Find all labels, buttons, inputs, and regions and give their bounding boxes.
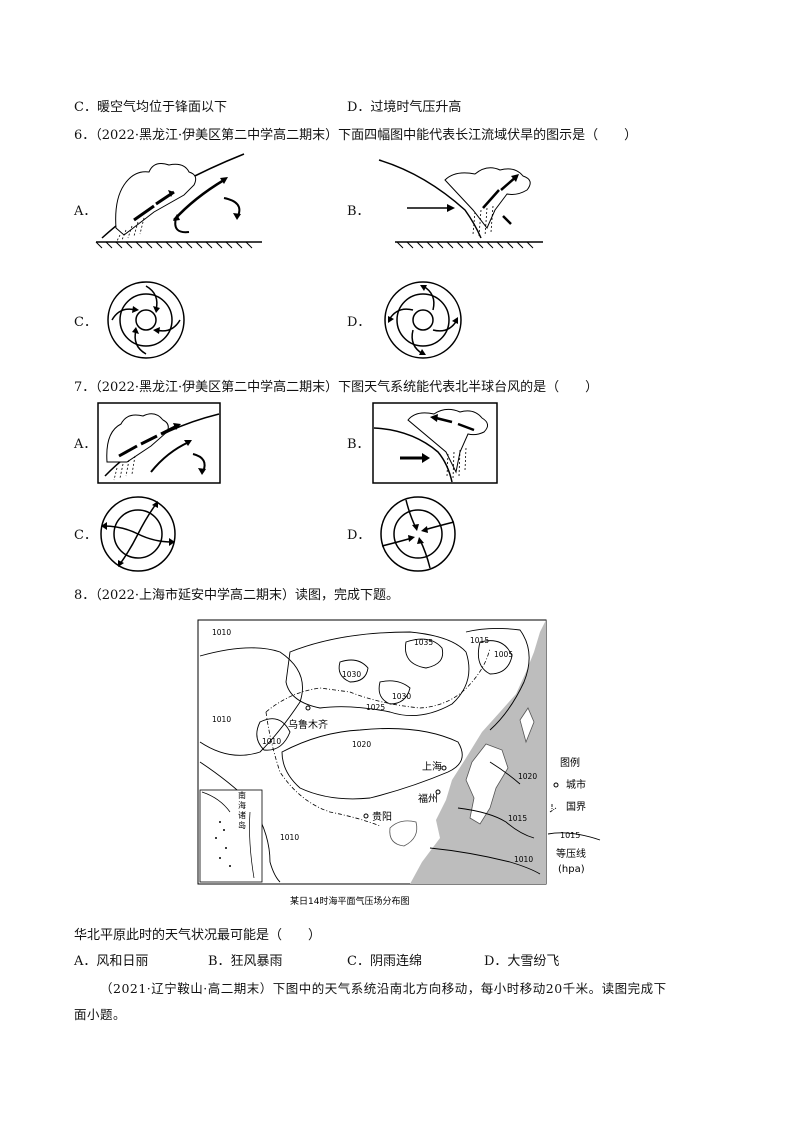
legend-city: 城市 (566, 778, 586, 791)
q5-option-d: D．过境时气压升高 (347, 100, 462, 115)
q8-option-b: B．狂风暴雨 (208, 954, 283, 969)
city-shanghai: 上海 (422, 760, 442, 773)
isobar-label: 1010 (262, 737, 281, 746)
isobar-label: 1015 (470, 636, 489, 645)
q7-label-b: B． (347, 437, 370, 452)
q7-figure-d-cyclone (380, 496, 456, 572)
legend-isobar-line (547, 832, 601, 841)
legend-isobar: 等压线 (556, 847, 586, 860)
isobar-label: 1010 (212, 715, 231, 724)
isobar-label: 1030 (392, 692, 411, 701)
inset-label-char-2: 海 (238, 800, 246, 810)
q7-figure-c-anticyclone (100, 496, 176, 572)
isobar-label: 1010 (280, 833, 299, 842)
q7-figure-a-warm-front (97, 402, 221, 484)
legend-isobar-value: 1015 (560, 831, 580, 840)
q6-label-a: A． (74, 204, 97, 219)
isobar-label: 1025 (366, 703, 385, 712)
inset-label-char-4: 岛 (238, 820, 246, 830)
q6-label-d: D． (347, 315, 371, 330)
city-marker (363, 813, 369, 819)
q7-stem: 7．（2022·黑龙江·伊美区第二中学高二期末）下图天气系统能代表北半球台风的是… (74, 380, 599, 395)
isobar-label: 1020 (518, 772, 537, 781)
city-marker (435, 789, 441, 795)
q6-figure-b-cold-front (378, 159, 543, 249)
q8-option-d: D．大雪纷飞 (484, 954, 560, 969)
q8-stem: 8．（2022·上海市延安中学高二期末）读图，完成下题。 (74, 588, 399, 603)
city-marker (305, 705, 311, 711)
next-intro-line1: （2021·辽宁鞍山·高二期末）下图中的天气系统沿南北方向移动，每小时移动20千… (100, 981, 667, 996)
city-fuzhou: 福州 (418, 792, 438, 805)
legend-border-line (549, 804, 557, 813)
isobar-label: 1010 (514, 855, 533, 864)
isobar-label: 1005 (494, 650, 513, 659)
legend-unit: (hpa) (558, 864, 585, 875)
legend-title: 图例 (560, 756, 580, 769)
isobar-label: 1015 (508, 814, 527, 823)
city-marker (441, 765, 447, 771)
isobar-label: 1035 (414, 638, 433, 647)
q6-stem: 6．（2022·黑龙江·伊美区第二中学高二期末）下面四幅图中能代表长江流域伏旱的… (74, 128, 638, 143)
q7-label-c: C． (74, 528, 97, 543)
q5-option-c: C．暖空气均位于锋面以下 (74, 100, 227, 115)
q6-figure-c-cyclone (107, 281, 185, 359)
legend-city-marker (553, 782, 559, 788)
city-urumqi: 乌鲁木齐 (288, 718, 328, 731)
q7-label-d: D． (347, 528, 371, 543)
city-guiyang: 贵阳 (372, 810, 392, 823)
inset-label-char-3: 诸 (238, 811, 246, 820)
map-caption: 某日14时海平面气压场分布图 (290, 895, 409, 907)
inset-label-char-1: 南 (238, 790, 246, 800)
q7-label-a: A． (74, 437, 97, 452)
isobar-label: 1020 (352, 740, 371, 749)
isobar-label: 1030 (342, 670, 361, 679)
q8-question: 华北平原此时的天气状况最可能是（ ） (74, 928, 322, 943)
q8-pressure-map: 南 海 诸 岛 1010 1035 1015 1005 1030 1030 10… (197, 619, 601, 907)
q8-option-a: A．风和日丽 (74, 954, 149, 969)
q7-figure-b-cold-front (372, 402, 498, 484)
q8-option-c: C．阴雨连绵 (347, 954, 422, 969)
isobar-label: 1010 (212, 628, 231, 637)
legend-border: 国界 (566, 801, 586, 813)
q6-label-c: C． (74, 315, 97, 330)
q6-label-b: B． (347, 204, 370, 219)
q6-figure-a-warm-front (95, 153, 262, 249)
q6-figure-d-anticyclone (384, 281, 462, 359)
next-intro-line2: 面小题。 (74, 1007, 127, 1022)
